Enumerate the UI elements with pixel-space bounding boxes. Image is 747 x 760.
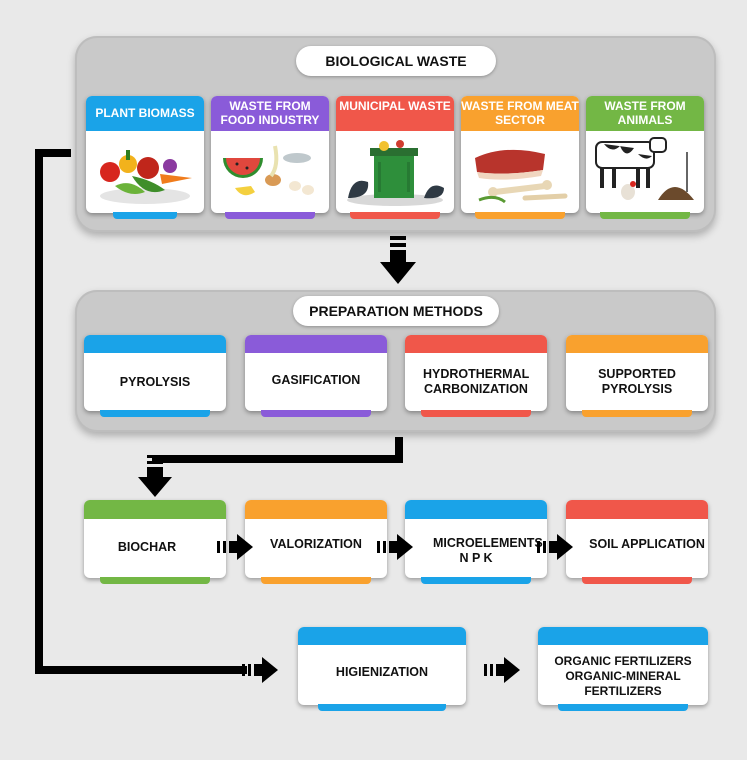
card-hydrothermal-carbonization: HYDROTHERMAL CARBONIZATION	[405, 335, 547, 417]
card-pyrolysis: PYROLYSIS	[84, 335, 226, 417]
card-soil-application: SOIL APPLICATION	[566, 500, 708, 584]
card-plant-biomass: PLANT BIOMASS	[86, 96, 204, 219]
card-supported-pyrolysis: SUPPORTED PYROLYSIS	[566, 335, 708, 417]
right-arrow-icon	[484, 657, 520, 683]
card-gasification: GASIFICATION	[245, 335, 387, 417]
card-higienization-label: HIGIENIZATION	[335, 665, 429, 679]
card-plant-biomass-label: PLANT BIOMASS	[95, 106, 195, 120]
connector-line	[395, 437, 403, 463]
food-scraps-icon	[215, 136, 325, 208]
garbage-bin-icon	[340, 136, 450, 208]
card-biochar-label: BIOCHAR	[117, 540, 177, 554]
preparation-methods-title: PREPARATION METHODS	[293, 296, 499, 326]
card-food-industry: WASTE FROM FOOD INDUSTRY	[211, 96, 329, 219]
card-hydrothermal-carbonization-label: HYDROTHERMAL CARBONIZATION	[423, 367, 530, 396]
bypass-line	[35, 149, 71, 157]
card-animals: WASTE FROM ANIMALS	[586, 96, 704, 219]
card-pyrolysis-label: PYROLYSIS	[119, 375, 191, 389]
card-valorization-label: VALORIZATION	[270, 537, 362, 551]
down-arrow-icon	[380, 236, 416, 286]
vegetables-icon	[90, 136, 200, 208]
right-arrow-icon	[217, 534, 253, 560]
meat-bones-icon	[465, 136, 575, 208]
right-arrow-icon	[242, 657, 278, 683]
bypass-line	[35, 149, 43, 674]
card-animals-label: WASTE FROM ANIMALS	[604, 99, 686, 127]
card-valorization: VALORIZATION	[245, 500, 387, 584]
card-meat-sector-label: WASTE FROM MEAT SECTOR	[461, 99, 579, 127]
cow-manure-icon	[590, 134, 700, 208]
card-microelements-npk-label: MICROELEMENTS N P K	[433, 536, 543, 565]
right-arrow-icon	[377, 534, 413, 560]
card-gasification-label: GASIFICATION	[271, 373, 361, 387]
biological-waste-title: BIOLOGICAL WASTE	[296, 46, 496, 76]
card-higienization: HIGIENIZATION	[298, 627, 466, 711]
down-arrow-icon	[138, 452, 172, 498]
card-meat-sector: WASTE FROM MEAT SECTOR	[461, 96, 579, 219]
card-organic-fertilizers: ORGANIC FERTILIZERS ORGANIC-MINERAL FERT…	[538, 627, 708, 711]
card-food-industry-label: WASTE FROM FOOD INDUSTRY	[220, 99, 320, 127]
right-arrow-icon	[537, 534, 573, 560]
card-microelements-npk: MICROELEMENTS N P K	[405, 500, 547, 584]
connector-line	[152, 455, 403, 463]
card-supported-pyrolysis-label: SUPPORTED PYROLYSIS	[598, 367, 676, 396]
bypass-line	[35, 666, 247, 674]
card-organic-fertilizers-label: ORGANIC FERTILIZERS ORGANIC-MINERAL FERT…	[554, 654, 692, 698]
card-soil-application-label: SOIL APPLICATION	[589, 537, 705, 551]
card-municipal-waste-label: MUNICIPAL WASTE	[339, 99, 451, 113]
card-municipal-waste: MUNICIPAL WASTE	[336, 96, 454, 219]
card-biochar: BIOCHAR	[84, 500, 226, 584]
